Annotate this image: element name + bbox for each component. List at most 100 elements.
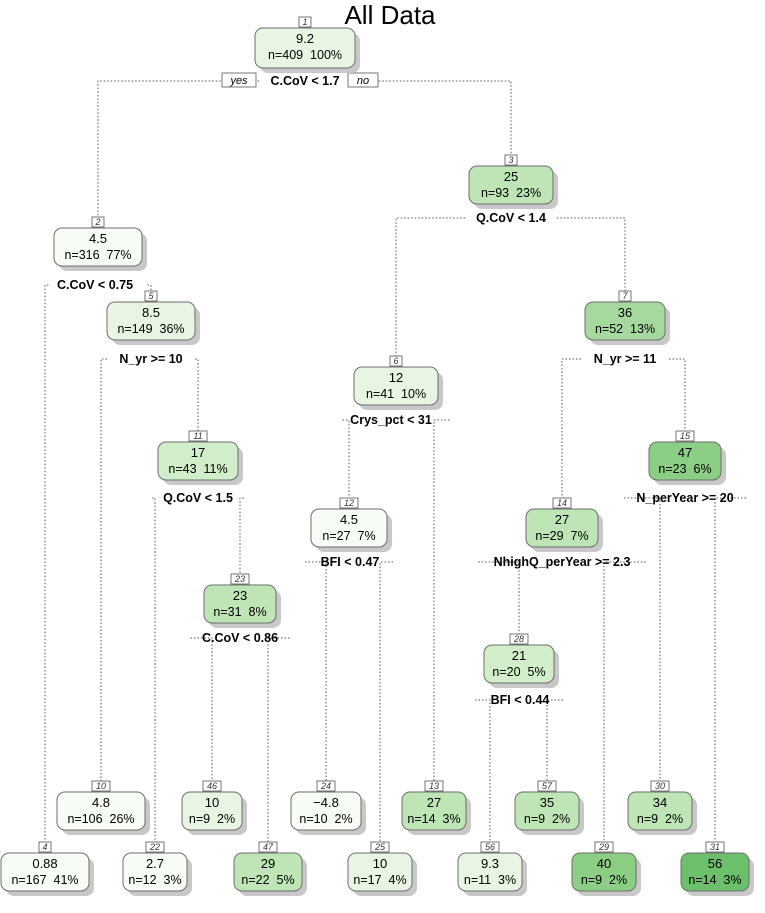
node-id-box [144, 290, 158, 302]
node-value: −4.8 [313, 795, 339, 810]
tree-node-22: 22 2.7 n=12 3% [122, 841, 192, 896]
node-box [53, 227, 143, 267]
tree-node-1: 19.2n=409 100%C.CoV < 1.7 [254, 16, 360, 88]
node-count: n=10 2% [299, 812, 352, 826]
node-count: n=9 2% [581, 873, 627, 887]
node-count: n=316 77% [64, 248, 131, 262]
node-value: 25 [504, 169, 518, 184]
no-branch-tag: no [347, 72, 379, 88]
node-split-rule: N_yr >= 11 [594, 352, 657, 366]
node-count: n=14 3% [688, 873, 741, 887]
node-box [680, 852, 750, 892]
node-id-box [552, 497, 572, 509]
node-value: 10 [205, 795, 219, 810]
node-id-box [230, 573, 250, 585]
diagram-title: All Data [344, 0, 436, 30]
node-id-box [650, 780, 670, 792]
node-box [254, 27, 356, 69]
node-count: n=9 2% [637, 812, 683, 826]
edge-15-30 [624, 497, 661, 787]
node-value: 56 [708, 856, 722, 871]
node-split-rule: BFI < 0.44 [491, 693, 550, 707]
node-id-box [675, 430, 695, 442]
node-id-box [202, 780, 222, 792]
node-box [401, 791, 467, 831]
node-id-box [38, 841, 52, 853]
node-box [627, 791, 693, 831]
node-value: 10 [373, 856, 387, 871]
tree-node-5: 58.5n=149 36%N_yr >= 10 [106, 290, 200, 366]
node-id: 10 [96, 781, 106, 791]
node-split-rule: BFI < 0.47 [321, 555, 380, 569]
node-count: n=12 3% [128, 873, 181, 887]
node-count: n=106 26% [67, 812, 134, 826]
node-value: 17 [191, 445, 205, 460]
node-id: 23 [234, 574, 245, 584]
node-id: 6 [393, 356, 398, 366]
node-value: 21 [512, 648, 526, 663]
node-count: n=149 36% [117, 322, 184, 336]
node-id-box [145, 841, 165, 853]
node-count: n=31 8% [213, 605, 266, 619]
node-split-rule: Q.CoV < 1.4 [476, 211, 546, 225]
node-box [106, 301, 196, 341]
node-value: 2.7 [146, 856, 164, 871]
node-count: n=22 5% [241, 873, 294, 887]
edge-12-24 [305, 561, 327, 787]
node-id-box [509, 633, 529, 645]
node-id-box [91, 780, 111, 792]
node-id: 4 [42, 842, 47, 852]
node-value: 0.88 [32, 856, 57, 871]
node-id: 24 [320, 781, 331, 791]
node-id: 30 [655, 781, 665, 791]
node-id-box [339, 497, 359, 509]
node-id-box [537, 780, 557, 792]
node-value: 47 [678, 445, 692, 460]
node-count: n=14 3% [407, 812, 460, 826]
tree-node-24: 24 −4.8 n=10 2% [290, 780, 366, 835]
node-count: n=27 7% [322, 529, 375, 543]
tree-node-12: 124.5n=27 7%BFI < 0.47 [310, 497, 392, 569]
node-count: n=11 3% [464, 873, 516, 887]
node-id-box [504, 154, 518, 166]
node-id: 46 [207, 781, 217, 791]
tree-node-28: 28 21 n=20 5% BFI < 0.44 [483, 633, 559, 707]
tree-node-10: 104.8n=106 26% [56, 780, 150, 835]
edge-6-12 [342, 419, 350, 504]
node-id-box [594, 841, 614, 853]
node-id: 2 [94, 217, 100, 227]
node-id: 29 [598, 842, 609, 852]
node-id-box [370, 841, 390, 853]
node-id: 11 [193, 431, 202, 441]
node-count: n=20 5% [492, 665, 545, 679]
node-id: 3 [508, 155, 513, 165]
node-value: 36 [618, 305, 632, 320]
node-id: 7 [622, 291, 628, 301]
node-id: 1 [302, 17, 307, 27]
node-id: 57 [542, 781, 553, 791]
node-value: 35 [540, 795, 554, 810]
tree-node-4: 40.88n=167 41% [0, 841, 94, 896]
node-id: 28 [513, 634, 524, 644]
node-box [181, 791, 243, 831]
edge-12-25 [379, 561, 393, 848]
node-value: 27 [427, 795, 441, 810]
edge-5-10 [100, 358, 107, 787]
node-id: 22 [149, 842, 160, 852]
edge-14-28 [478, 561, 520, 640]
edge-11-23 [239, 497, 244, 580]
node-count: n=29 7% [535, 529, 588, 543]
node-value: 4.5 [340, 512, 358, 527]
node-id: 15 [680, 431, 691, 441]
node-id-box [188, 430, 208, 442]
edge-6-13 [433, 419, 450, 787]
